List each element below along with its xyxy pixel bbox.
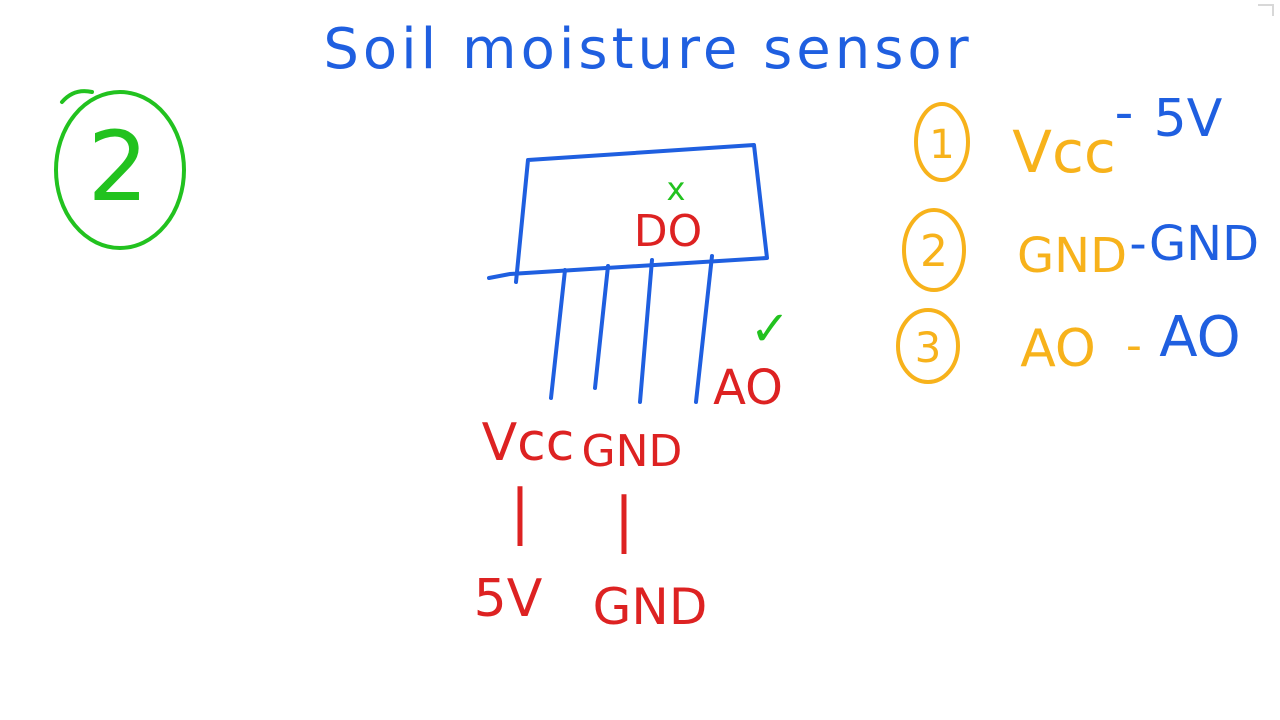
ao-pin-label: AO — [713, 360, 783, 416]
connection-2-to: GND — [1149, 216, 1259, 272]
diagram-title: Soil moisture sensor — [323, 17, 972, 82]
ao-checkmark: ✓ — [750, 301, 790, 357]
pin-vcc-wire — [549, 268, 567, 400]
connection-1-connector: - — [1115, 83, 1134, 143]
corner-resize-icon — [1258, 4, 1274, 16]
connection-3-connector: - — [1126, 320, 1142, 371]
connection-1-to: 5V — [1154, 89, 1223, 149]
do-label: DO — [634, 206, 703, 257]
connection-2-from: GND — [1017, 228, 1127, 284]
connection-3-number: 3 — [915, 323, 942, 372]
pin-gnd-wire — [593, 264, 610, 390]
gnd-pin-label: GND — [582, 426, 683, 477]
gnd-connect-dash: | — [614, 485, 634, 555]
connection-1-number: 1 — [929, 122, 954, 168]
connection-1-from: Vcc — [1012, 118, 1115, 186]
connection-3-from: AO — [1020, 319, 1096, 379]
connection-1-circle — [914, 102, 970, 182]
connection-3-to: AO — [1159, 305, 1240, 370]
pin-ao-wire — [694, 254, 714, 404]
vcc-pin-label: Vcc — [482, 413, 575, 473]
connection-2-number: 2 — [920, 226, 948, 277]
pin-do-wire — [638, 258, 654, 404]
step-circle-tail — [60, 89, 94, 104]
do-mark: x — [667, 170, 686, 208]
vcc-connect-dash: | — [510, 477, 530, 547]
step-circle — [54, 90, 186, 250]
vcc-target-label: 5V — [474, 569, 543, 629]
step-number: 2 — [87, 111, 148, 223]
connection-3-circle — [896, 308, 960, 384]
gnd-target-label: GND — [593, 578, 708, 636]
connection-2-circle — [902, 208, 966, 292]
connection-2-connector: - — [1129, 216, 1146, 272]
sensor-module-body — [487, 143, 769, 284]
